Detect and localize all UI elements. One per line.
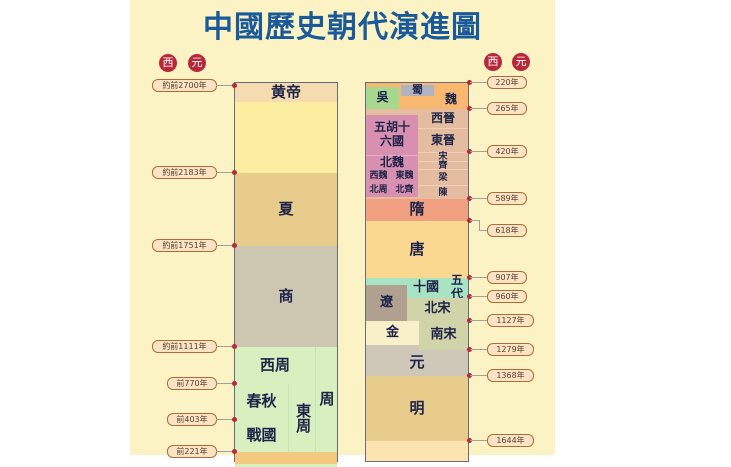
tick-dot xyxy=(232,381,237,386)
tick-dot xyxy=(467,218,472,223)
dynasty-ming: 明 xyxy=(366,376,468,441)
tick-dot xyxy=(232,344,237,349)
tick-dot xyxy=(467,106,472,111)
tick-label: 618年 xyxy=(487,224,527,237)
period-ten-kingdoms: 十國 xyxy=(412,279,439,295)
dynasty-shang: 商 xyxy=(235,246,337,347)
dynasty-eastern-jin: 東晉 xyxy=(418,128,468,153)
tick-label: 約前1751年 xyxy=(152,239,217,252)
dynasty-xia: 夏 xyxy=(235,173,337,246)
tick-label: 589年 xyxy=(487,192,527,205)
tick-label: 960年 xyxy=(487,290,527,303)
tick-dot xyxy=(467,275,472,280)
dynasty-qing xyxy=(366,441,468,461)
era-seal: 西 xyxy=(484,53,502,71)
tick-label: 1368年 xyxy=(487,369,534,382)
dynasty-northern-zhou: 北周 xyxy=(366,183,391,197)
tick-label: 220年 xyxy=(487,76,527,89)
tick-label: 1127年 xyxy=(487,314,534,327)
tick-label: 1279年 xyxy=(487,343,534,356)
tick-dot xyxy=(467,438,472,443)
period-spring-autumn: 春秋 xyxy=(246,392,277,411)
tick-dot xyxy=(467,347,472,352)
yuan-early xyxy=(366,345,419,350)
period-warring-states: 戰國 xyxy=(246,426,277,445)
tick-dot xyxy=(467,294,472,299)
tick-label: 約前2700年 xyxy=(152,79,217,92)
tick-label: 265年 xyxy=(487,102,527,115)
tick-label: 約前1111年 xyxy=(152,340,217,353)
dynasty-zhou: 周 xyxy=(315,347,338,452)
dynasty-qin xyxy=(235,452,337,464)
era-seal: 元 xyxy=(188,54,206,72)
dynasty-western-zhou: 西周 xyxy=(259,355,290,374)
dynasty-chen: 陳 xyxy=(418,185,468,200)
timeline-right: 吳 蜀 魏 五胡十六國 北魏 西魏 北周 東魏 北齊 西晉 東晉 宋 齊 梁 陳… xyxy=(365,82,469,462)
tick-dot xyxy=(232,83,237,88)
dynasty-northern-wei: 北魏 xyxy=(366,155,418,170)
dynasty-liang: 梁 xyxy=(418,169,468,186)
dynasty-jin: 金 xyxy=(385,324,399,340)
dynasty-northern-song: 北宋 xyxy=(407,298,468,321)
dynasty-northern-qi: 北齊 xyxy=(391,183,418,197)
dynasty-sui: 隋 xyxy=(366,199,468,221)
tick-dot xyxy=(467,196,472,201)
dynasty-yuan: 元 xyxy=(366,350,468,376)
tick-dot xyxy=(232,243,237,248)
dynasty-liao: 遼 xyxy=(366,285,407,321)
dynasty-western-jin: 西晉 xyxy=(430,110,455,125)
tick-label: 420年 xyxy=(487,145,527,158)
huangdi-period xyxy=(235,102,337,173)
dynasty-wei: 魏 xyxy=(444,92,457,107)
page-title: 中國歷史朝代演進圖 xyxy=(203,10,482,45)
tick-label: 約前2183年 xyxy=(152,166,217,179)
dynasty-song-southern: 宋 xyxy=(418,152,468,162)
tick-dot xyxy=(232,417,237,422)
tick-dot xyxy=(232,449,237,454)
tick-label: 1644年 xyxy=(487,434,534,447)
dynasty-southern-song: 南宋 xyxy=(419,321,468,350)
tick-dot xyxy=(467,373,472,378)
zhou-area xyxy=(235,347,337,467)
tick-label: 前403年 xyxy=(167,413,217,426)
period-five-dynasties: 五代 xyxy=(450,273,463,301)
dynasty-wu: 吳 xyxy=(366,87,399,109)
dynasty-eastern-wei: 東魏 xyxy=(391,169,418,183)
dynasty-shu: 蜀 xyxy=(401,83,434,96)
dynasty-qi: 齊 xyxy=(418,161,468,171)
tick-dot xyxy=(467,80,472,85)
tick-label: 前770年 xyxy=(167,377,217,390)
dynasty-eastern-zhou: 東周 xyxy=(288,384,316,452)
tick-dot xyxy=(467,149,472,154)
dynasty-huangdi: 黄帝 xyxy=(235,83,337,102)
tick-label: 前221年 xyxy=(167,445,217,458)
tick-dot xyxy=(467,318,472,323)
dynasty-western-wei: 西魏 xyxy=(366,169,391,183)
dynasty-tang: 唐 xyxy=(366,221,468,278)
era-seal: 元 xyxy=(512,53,530,71)
tick-dot xyxy=(232,170,237,175)
timeline-left: 黄帝 夏 商 西周 春秋 戰國 東周 周 xyxy=(234,82,338,467)
tick-label: 907年 xyxy=(487,271,527,284)
dynasty-sixteen-kingdoms: 五胡十六國 xyxy=(366,115,418,155)
era-seal: 西 xyxy=(159,54,177,72)
